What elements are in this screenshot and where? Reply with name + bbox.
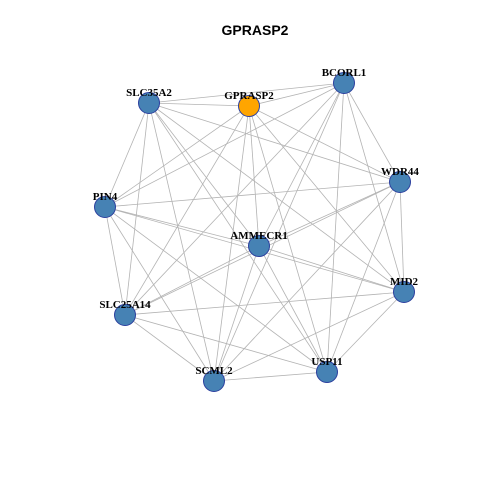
node-bcorl1 <box>333 72 355 94</box>
edge-gprasp2-pin4 <box>104 105 250 208</box>
edge-slc35a2-scml2 <box>148 102 215 382</box>
edge-wdr44-ammecr1 <box>258 181 401 247</box>
edge-ammecr1-usp11 <box>258 245 328 373</box>
edge-gprasp2-bcorl1 <box>248 82 345 107</box>
node-pin4 <box>94 196 116 218</box>
node-label-slc35a2: SLC35A2 <box>126 87 172 99</box>
edge-mid2-slc25a14 <box>124 291 405 316</box>
edge-bcorl1-ammecr1 <box>258 82 345 247</box>
edge-bcorl1-usp11 <box>326 82 345 373</box>
node-layer <box>94 72 415 392</box>
node-label-bcorl1: BCORL1 <box>322 67 367 79</box>
edge-slc25a14-scml2 <box>124 314 215 382</box>
edge-slc25a14-usp11 <box>124 314 328 373</box>
edge-bcorl1-mid2 <box>343 82 405 293</box>
edge-pin4-scml2 <box>104 206 215 382</box>
node-slc35a2 <box>138 92 160 114</box>
edge-gprasp2-usp11 <box>248 105 328 373</box>
edge-bcorl1-slc25a14 <box>124 82 345 316</box>
node-gprasp2 <box>238 95 260 117</box>
node-label-wdr44: WDR44 <box>381 166 419 178</box>
edge-wdr44-pin4 <box>104 181 401 208</box>
edge-slc35a2-pin4 <box>104 102 150 208</box>
node-slc25a14 <box>114 304 136 326</box>
node-label-ammecr1: AMMECR1 <box>230 230 287 242</box>
edge-ammecr1-slc25a14 <box>124 245 260 316</box>
edge-pin4-ammecr1 <box>104 206 260 247</box>
edge-wdr44-mid2 <box>399 181 405 293</box>
node-wdr44 <box>389 171 411 193</box>
edge-usp11-scml2 <box>213 371 328 382</box>
edge-slc35a2-bcorl1 <box>148 82 345 104</box>
node-usp11 <box>316 361 338 383</box>
edge-gprasp2-slc25a14 <box>124 105 250 316</box>
edge-ammecr1-mid2 <box>258 245 405 293</box>
edge-slc35a2-usp11 <box>148 102 328 373</box>
edge-mid2-scml2 <box>213 291 405 382</box>
edge-pin4-slc25a14 <box>104 206 126 316</box>
node-label-slc25a14: SLC25A14 <box>99 299 151 311</box>
edge-gprasp2-ammecr1 <box>248 105 260 247</box>
node-scml2 <box>203 370 225 392</box>
node-ammecr1 <box>248 235 270 257</box>
edge-ammecr1-scml2 <box>213 245 260 382</box>
node-label-usp11: USP11 <box>311 356 342 368</box>
edge-bcorl1-wdr44 <box>343 82 401 183</box>
node-label-scml2: SCML2 <box>195 365 233 377</box>
edge-slc35a2-wdr44 <box>148 102 401 183</box>
node-label-pin4: PIN4 <box>93 191 118 203</box>
edge-wdr44-usp11 <box>326 181 401 373</box>
edge-wdr44-scml2 <box>213 181 401 382</box>
edge-slc35a2-slc25a14 <box>124 102 150 316</box>
edge-slc35a2-gprasp2 <box>148 102 250 107</box>
node-label-mid2: MID2 <box>390 276 419 288</box>
node-mid2 <box>393 281 415 303</box>
edge-gprasp2-scml2 <box>213 105 250 382</box>
edge-bcorl1-scml2 <box>213 82 345 382</box>
edge-gprasp2-mid2 <box>248 105 405 293</box>
node-label-gprasp2: GPRASP2 <box>224 90 274 102</box>
edge-bcorl1-pin4 <box>104 82 345 208</box>
edge-gprasp2-wdr44 <box>248 105 401 183</box>
edge-slc35a2-ammecr1 <box>148 102 260 247</box>
edge-mid2-usp11 <box>326 291 405 373</box>
edge-pin4-usp11 <box>104 206 328 373</box>
edge-slc35a2-mid2 <box>148 102 405 293</box>
chart-title: GPRASP2 <box>222 22 289 38</box>
edge-layer <box>104 82 405 382</box>
